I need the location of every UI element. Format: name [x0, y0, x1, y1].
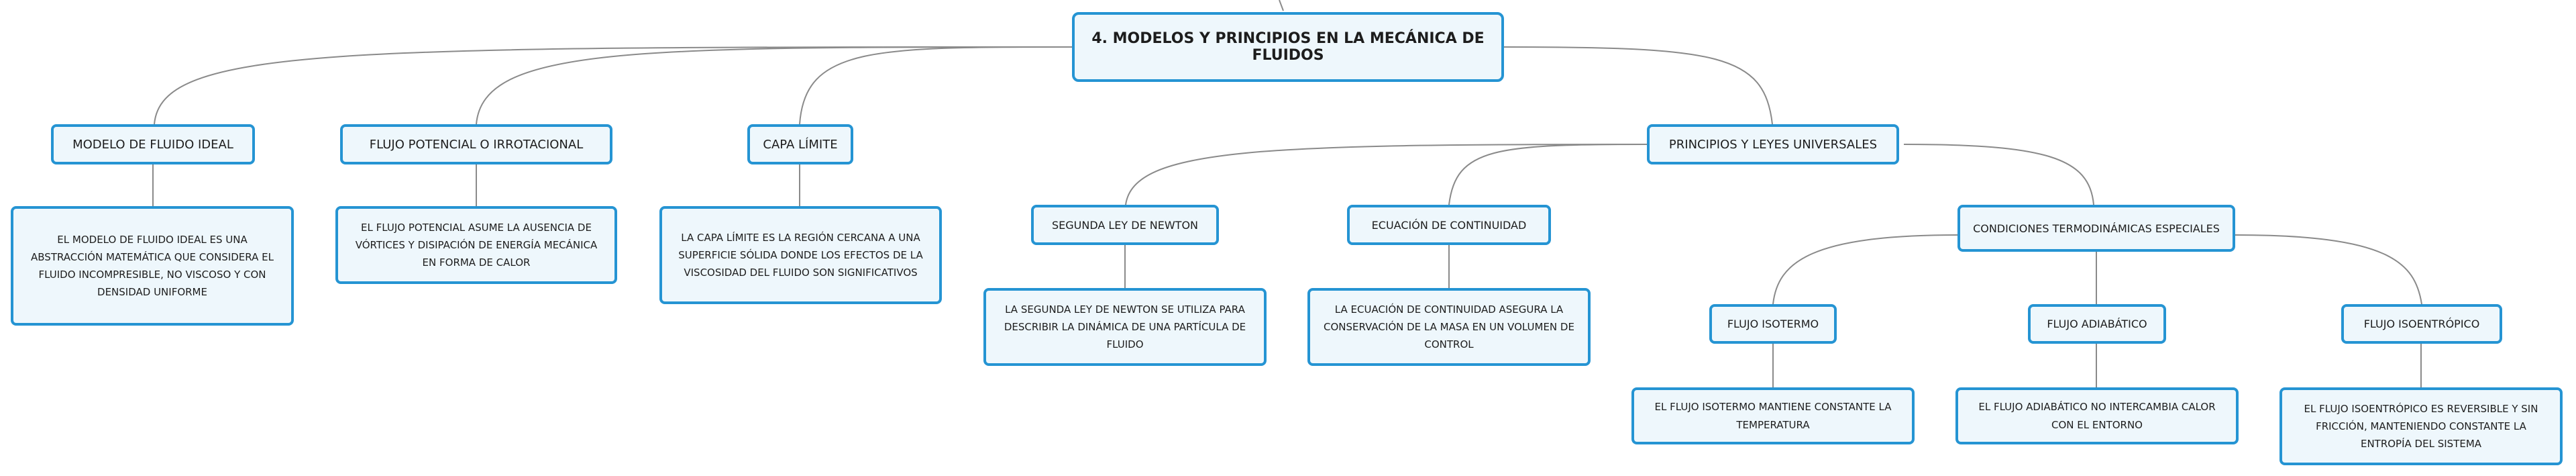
- node-label: FLUJO ISOTERMO: [1727, 318, 1819, 330]
- node-label: MODELO DE FLUIDO IDEAL: [72, 137, 233, 152]
- node-ecuacion-continuidad[interactable]: ECUACIÓN DE CONTINUIDAD: [1347, 205, 1551, 245]
- node-flujo-adiabatico[interactable]: FLUJO ADIABÁTICO: [2028, 304, 2166, 344]
- node-label: FLUJO ISOENTRÓPICO: [2363, 318, 2480, 330]
- connector-principios-newton: [1125, 144, 1648, 205]
- desc-text: LA ECUACIÓN DE CONTINUIDAD ASEGURA LA CO…: [1324, 303, 1574, 351]
- connector-root-capa: [799, 46, 1073, 125]
- connector-root-ideal: [154, 46, 1073, 125]
- node-flujo-isotermo[interactable]: FLUJO ISOTERMO: [1709, 304, 1837, 344]
- desc-text: EL FLUJO POTENCIAL ASUME LA AUSENCIA DE …: [355, 221, 598, 269]
- node-condiciones-termodinamicas[interactable]: CONDICIONES TERMODINÁMICAS ESPECIALES: [1957, 205, 2235, 252]
- desc-flujo-potencial[interactable]: EL FLUJO POTENCIAL ASUME LA AUSENCIA DE …: [335, 206, 617, 284]
- node-label: FLUJO POTENCIAL O IRROTACIONAL: [369, 137, 584, 152]
- connector-condiciones-isoentropico: [2235, 234, 2422, 305]
- connector-condiciones-isotermo: [1772, 234, 1958, 305]
- connector-principios-condiciones: [1903, 144, 2094, 205]
- desc-text: EL FLUJO ISOENTRÓPICO ES REVERSIBLE Y SI…: [2304, 402, 2538, 450]
- root-node[interactable]: 4. MODELOS Y PRINCIPIOS EN LA MECÁNICA D…: [1072, 12, 1504, 82]
- node-label: SEGUNDA LEY DE NEWTON: [1051, 218, 1199, 232]
- node-modelo-fluido-ideal[interactable]: MODELO DE FLUIDO IDEAL: [51, 124, 255, 164]
- desc-capa-limite[interactable]: LA CAPA LÍMITE ES LA REGIÓN CERCANA A UN…: [659, 206, 942, 304]
- desc-text: EL FLUJO ADIABÁTICO NO INTERCAMBIA CALOR…: [1978, 401, 2216, 431]
- desc-ecuacion-continuidad[interactable]: LA ECUACIÓN DE CONTINUIDAD ASEGURA LA CO…: [1307, 288, 1591, 366]
- node-flujo-isoentropico[interactable]: FLUJO ISOENTRÓPICO: [2341, 304, 2502, 344]
- connector-root-potencial: [476, 46, 1073, 125]
- node-label: CONDICIONES TERMODINÁMICAS ESPECIALES: [1973, 222, 2220, 235]
- node-label: ECUACIÓN DE CONTINUIDAD: [1371, 218, 1527, 232]
- desc-text: EL MODELO DE FLUIDO IDEAL ES UNA ABSTRAC…: [31, 233, 274, 299]
- desc-flujo-isoentropico[interactable]: EL FLUJO ISOENTRÓPICO ES REVERSIBLE Y SI…: [2279, 387, 2563, 465]
- desc-modelo-fluido-ideal[interactable]: EL MODELO DE FLUIDO IDEAL ES UNA ABSTRAC…: [11, 206, 294, 326]
- node-flujo-potencial[interactable]: FLUJO POTENCIAL O IRROTACIONAL: [340, 124, 612, 164]
- desc-text: LA CAPA LÍMITE ES LA REGIÓN CERCANA A UN…: [678, 231, 923, 279]
- connector-root-principios: [1503, 46, 1773, 125]
- root-label: 4. MODELOS Y PRINCIPIOS EN LA MECÁNICA D…: [1091, 30, 1485, 64]
- node-label: CAPA LÍMITE: [763, 137, 838, 152]
- desc-flujo-adiabatico[interactable]: EL FLUJO ADIABÁTICO NO INTERCAMBIA CALOR…: [1955, 387, 2239, 444]
- connector-root-parent: [1279, 0, 1284, 11]
- node-label: FLUJO ADIABÁTICO: [2047, 318, 2147, 330]
- connector-principios-continuidad: [1448, 144, 1648, 205]
- node-principios-leyes[interactable]: PRINCIPIOS Y LEYES UNIVERSALES: [1647, 124, 1899, 164]
- node-capa-limite[interactable]: CAPA LÍMITE: [747, 124, 853, 164]
- desc-segunda-ley-newton[interactable]: LA SEGUNDA LEY DE NEWTON SE UTILIZA PARA…: [983, 288, 1267, 366]
- desc-text: LA SEGUNDA LEY DE NEWTON SE UTILIZA PARA…: [1004, 303, 1246, 351]
- node-label: PRINCIPIOS Y LEYES UNIVERSALES: [1668, 137, 1878, 152]
- node-segunda-ley-newton[interactable]: SEGUNDA LEY DE NEWTON: [1031, 205, 1219, 245]
- desc-flujo-isotermo[interactable]: EL FLUJO ISOTERMO MANTIENE CONSTANTE LA …: [1631, 387, 1915, 444]
- desc-text: EL FLUJO ISOTERMO MANTIENE CONSTANTE LA …: [1654, 401, 1892, 431]
